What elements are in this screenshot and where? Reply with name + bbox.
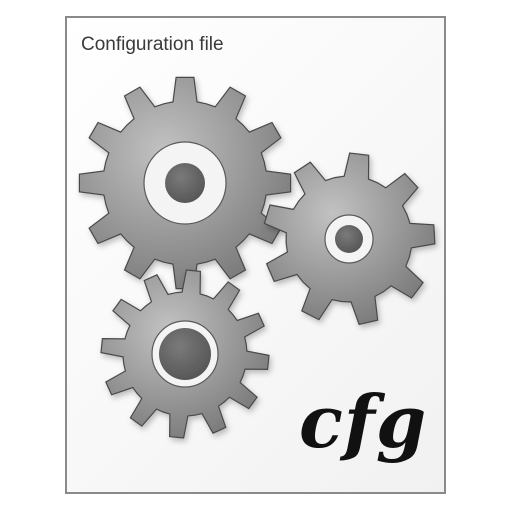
gear-medium-icon (263, 152, 436, 326)
gear-large-icon (78, 76, 292, 290)
cfg-extension-label: cfg (299, 379, 428, 464)
document-title: Configuration file (81, 34, 224, 55)
gears-illustration (78, 76, 436, 439)
config-file-document: Configuration file (65, 16, 446, 494)
gear-small-icon (100, 269, 270, 439)
